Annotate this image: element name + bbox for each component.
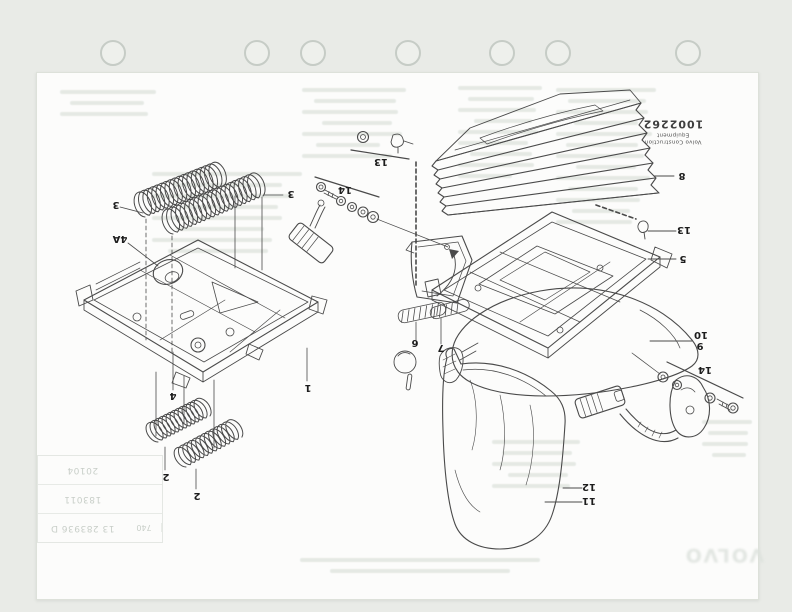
hook-clip-part (637, 220, 649, 240)
spring-part (145, 397, 244, 468)
dashed-connector (415, 161, 637, 288)
knob-part (393, 350, 417, 391)
ghost-text-column (492, 440, 587, 495)
callout-label: 3 (112, 199, 119, 210)
callout-label: 2 (162, 471, 169, 482)
callout-label: 12 (582, 481, 596, 492)
cushion-part (451, 287, 699, 397)
suspension-frame-part (75, 239, 328, 389)
callout-label: 10 (694, 329, 708, 340)
callout-label: 4 (169, 390, 176, 401)
callout-label: 14 (338, 184, 352, 195)
fastener-group-13 (350, 130, 414, 160)
callout-label: 2 (193, 490, 200, 501)
paper-sheet (36, 72, 759, 600)
callout-label: 7 (437, 342, 444, 353)
ghost-text-column (702, 420, 760, 464)
bellows-part (431, 89, 660, 216)
punch-hole (100, 40, 126, 66)
ghost-text-column (60, 90, 180, 123)
punch-hole (395, 40, 421, 66)
callout-guide-lines (119, 194, 308, 490)
callout-label: 11 (582, 495, 596, 506)
punch-hole (244, 40, 270, 66)
hatched-pad-part (397, 299, 470, 345)
callout-label: 3 (287, 188, 294, 199)
backrest-cover-part (438, 347, 566, 550)
callout-label: 8 (678, 170, 685, 181)
side-panel-part (405, 235, 473, 304)
ghost-text-column (556, 88, 664, 231)
callout-label: 6 (411, 337, 418, 348)
callout-labels: 3 3 4A 4 1 2 2 13 14 8 13 5 10 9 6 7 12 … (112, 156, 712, 506)
punch-hole (545, 40, 571, 66)
callout-label: 14 (698, 364, 712, 375)
spring-part (133, 161, 266, 235)
callout-label: 13 (677, 224, 691, 235)
belt-buckle-part (574, 352, 744, 443)
ghost-text-column (302, 88, 420, 165)
punch-hole (300, 40, 326, 66)
callout-label: 4A (112, 233, 127, 244)
callout-label: 1 (304, 382, 311, 393)
leader-lines (544, 175, 693, 503)
callout-label: 13 (374, 156, 388, 167)
punch-hole (675, 40, 701, 66)
callout-label: 5 (679, 253, 686, 264)
ghost-text-column (300, 558, 560, 580)
callout-label: 9 (696, 340, 703, 351)
fastener-group-14 (288, 176, 449, 264)
punch-hole (489, 40, 515, 66)
seat-frame-part (424, 211, 673, 359)
